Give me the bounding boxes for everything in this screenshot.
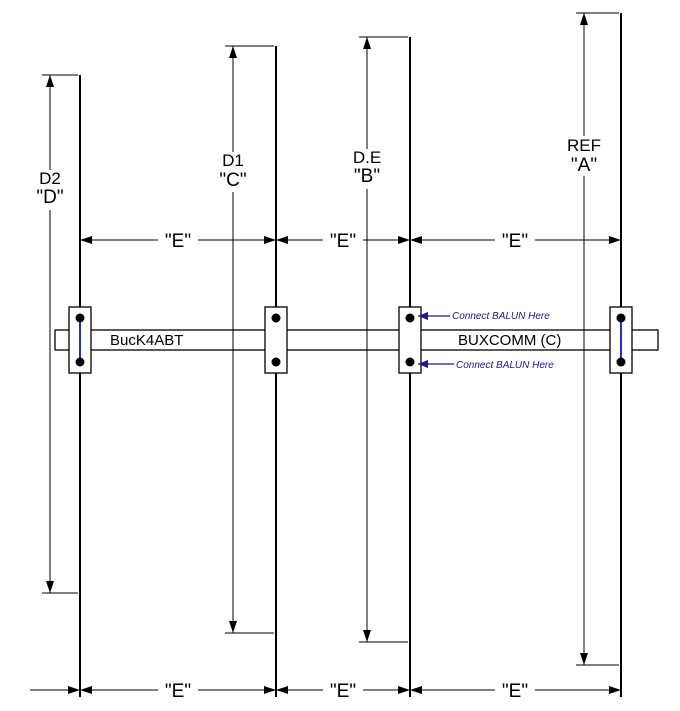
spacing-label-bottom-3: "E" bbox=[502, 681, 528, 702]
spacing-label-top-3: "E" bbox=[502, 231, 528, 252]
balun-note-bottom: Connect BALUN Here bbox=[456, 360, 554, 371]
bolt-d2-bottom bbox=[75, 357, 85, 367]
label-de-designation: D.E bbox=[353, 148, 381, 167]
spacing-label-top-1: "E" bbox=[165, 231, 191, 252]
label-d1-letter: "C" bbox=[219, 170, 246, 191]
label-d1-designation: D1 bbox=[222, 151, 244, 170]
label-d2-letter: "D" bbox=[36, 187, 63, 208]
spacing-label-bottom-1: "E" bbox=[165, 681, 191, 702]
label-ref-designation: REF bbox=[567, 136, 601, 155]
bolt-de-bottom bbox=[405, 357, 415, 367]
bolt-ref-bottom bbox=[616, 357, 626, 367]
spacing-label-bottom-2: "E" bbox=[330, 681, 356, 702]
bolt-de-top bbox=[405, 313, 415, 323]
bolt-d2-top bbox=[75, 313, 85, 323]
bolt-d1-bottom bbox=[271, 357, 281, 367]
bolt-ref-top bbox=[616, 313, 626, 323]
boom-label-right: BUXCOMM (C) bbox=[458, 332, 561, 349]
mount-plate-d1 bbox=[264, 306, 288, 374]
label-de-letter: "B" bbox=[354, 166, 380, 187]
spacing-label-top-2: "E" bbox=[330, 231, 356, 252]
balun-note-top: Connect BALUN Here bbox=[452, 311, 550, 322]
mount-plate-de bbox=[398, 306, 422, 374]
boom bbox=[54, 329, 659, 351]
boom-label-left: BucK4ABT bbox=[110, 332, 183, 349]
bolt-d1-top bbox=[271, 313, 281, 323]
label-ref-letter: "A" bbox=[571, 155, 597, 176]
label-d2-designation: D2 bbox=[39, 169, 61, 188]
